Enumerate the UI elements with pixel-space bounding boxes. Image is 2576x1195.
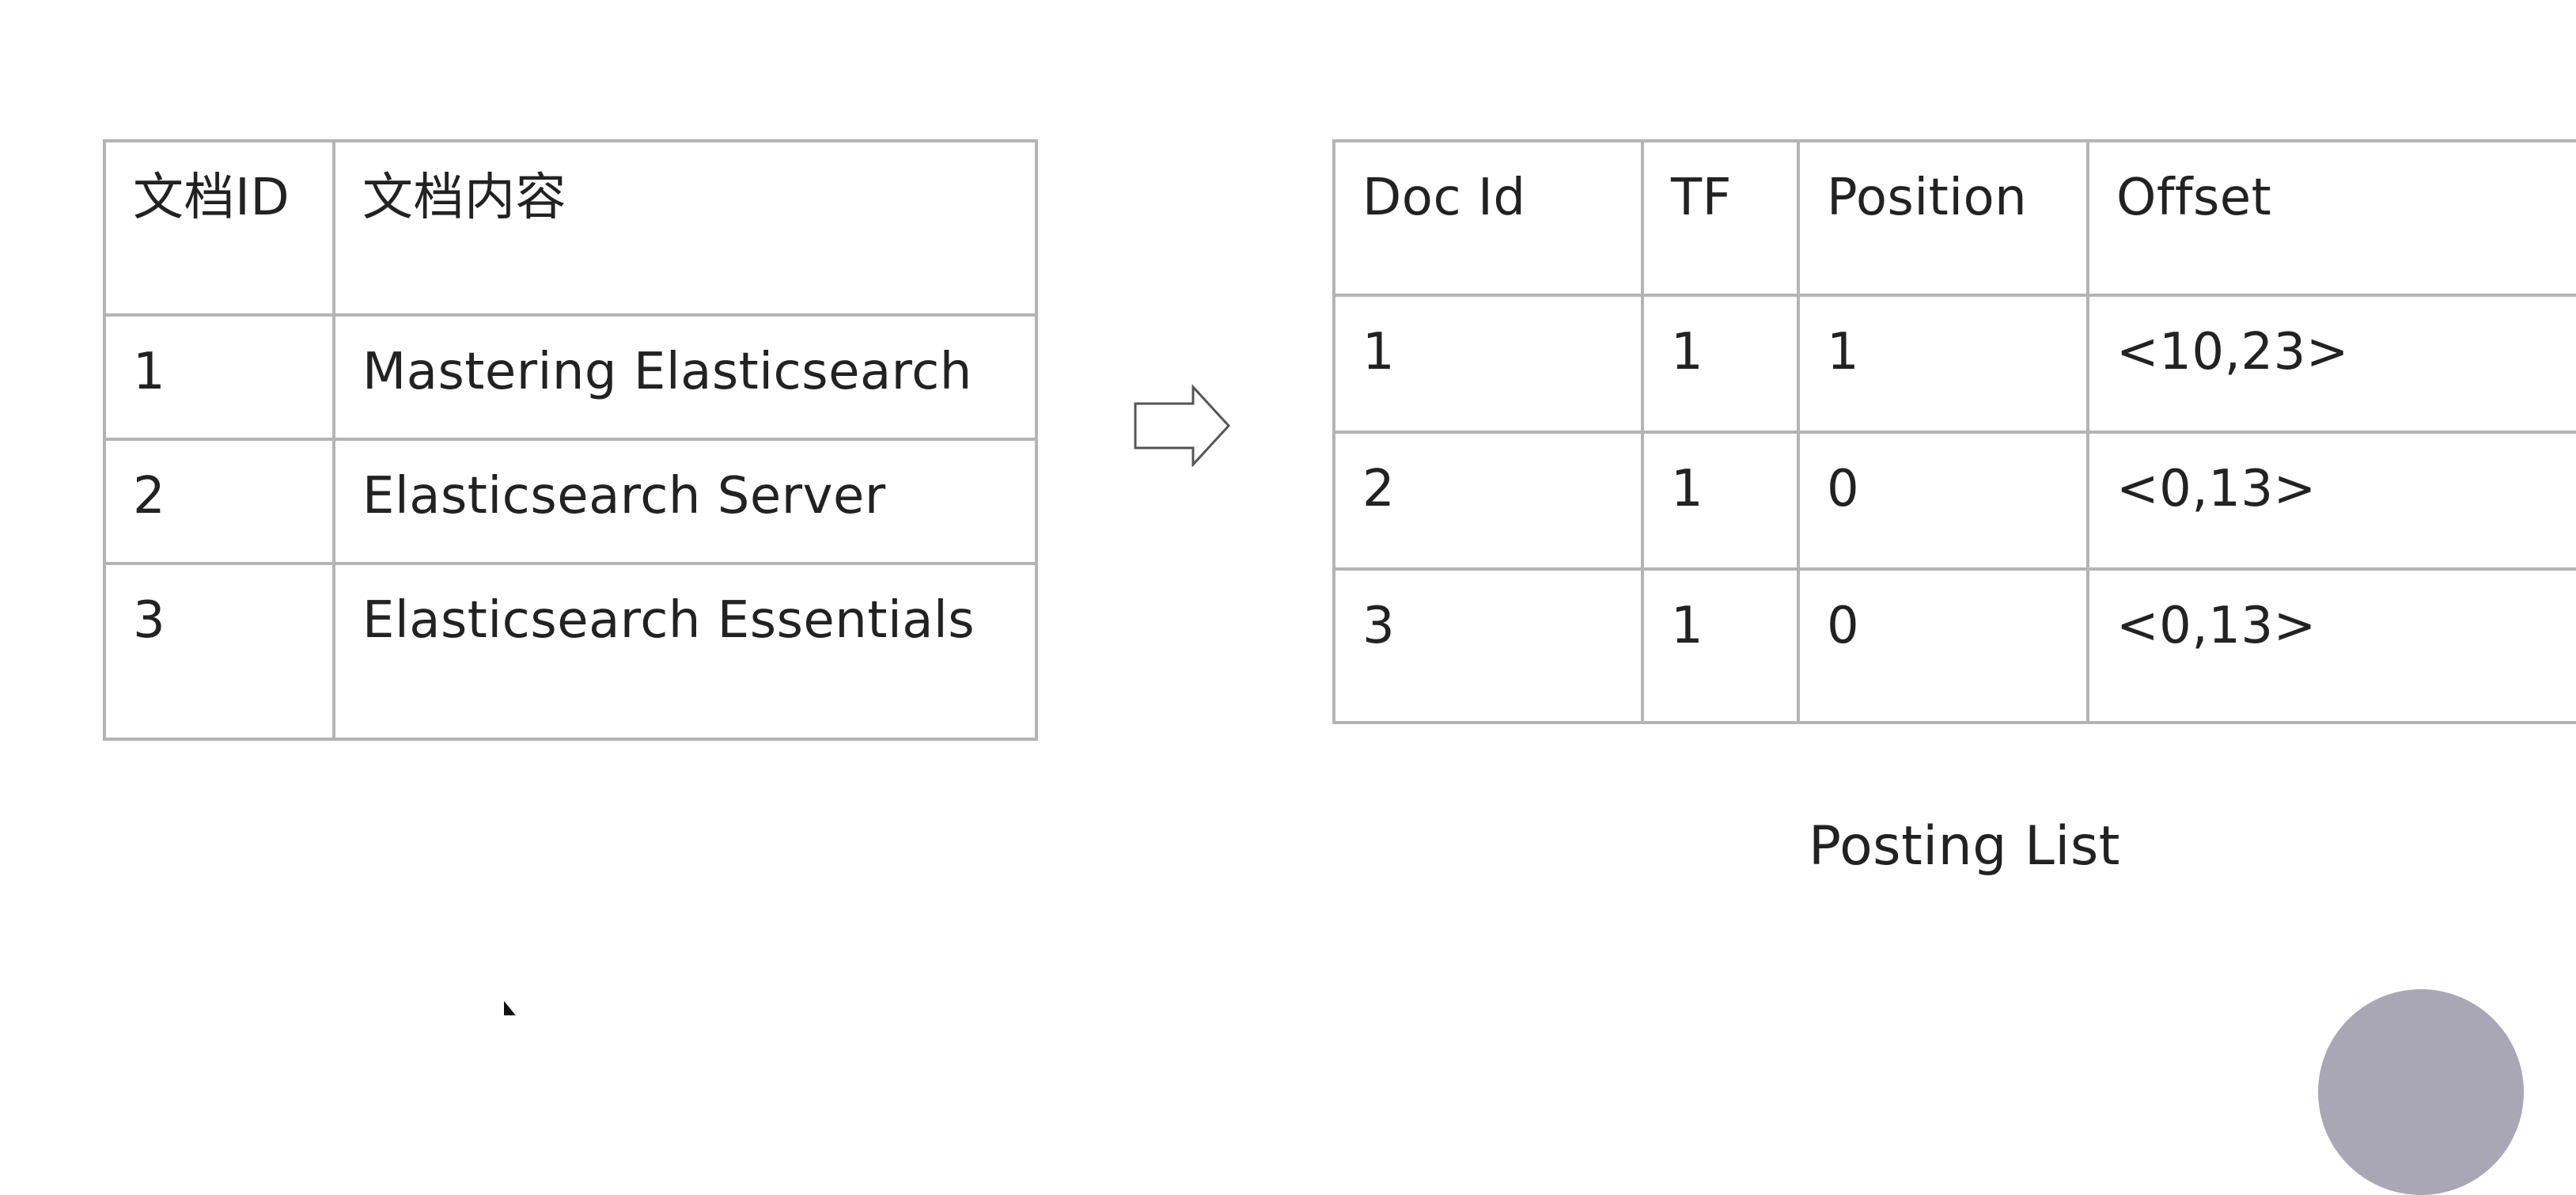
position-cell: 0 (1797, 431, 2089, 571)
offset-cell: <0,13> (2086, 431, 2576, 571)
doc-id-cell: 2 (1332, 431, 1644, 571)
header-position: Position (1797, 139, 2089, 297)
doc-content-cell: Elasticsearch Server (332, 438, 1038, 565)
doc-content-cell: Elasticsearch Essentials (332, 562, 1038, 741)
table-row: 1 1 1 <10,23> (1332, 294, 2576, 434)
table-row: 2 Elasticsearch Server (103, 438, 1038, 565)
tf-cell: 1 (1641, 567, 1800, 724)
corner-circle (2318, 989, 2524, 1195)
table-header-row: 文档ID 文档内容 (103, 139, 1038, 317)
doc-id-cell: 3 (103, 562, 335, 741)
doc-id-cell: 1 (1332, 294, 1644, 434)
header-tf: TF (1641, 139, 1800, 297)
offset-cell: <10,23> (2086, 294, 2576, 434)
doc-id-cell: 2 (103, 438, 335, 565)
right-arrow-icon (1134, 385, 1231, 467)
header-doc-id: Doc Id (1332, 139, 1644, 297)
mouse-cursor-icon (502, 999, 519, 1016)
header-offset: Offset (2086, 139, 2576, 297)
table-row: 3 Elasticsearch Essentials (103, 562, 1038, 741)
header-doc-content: 文档内容 (332, 139, 1038, 317)
table-row: 1 Mastering Elasticsearch (103, 313, 1038, 441)
header-doc-id: 文档ID (103, 139, 335, 317)
table-row: 2 1 0 <0,13> (1332, 431, 2576, 571)
offset-cell: <0,13> (2086, 567, 2576, 724)
posting-list-table: Doc Id TF Position Offset 1 1 1 <10,23> … (1332, 139, 2576, 724)
table-header-row: Doc Id TF Position Offset (1332, 139, 2576, 297)
doc-id-cell: 1 (103, 313, 335, 441)
posting-list-caption: Posting List (1809, 815, 2120, 878)
table-row: 3 1 0 <0,13> (1332, 567, 2576, 724)
tf-cell: 1 (1641, 294, 1800, 434)
document-table: 文档ID 文档内容 1 Mastering Elasticsearch 2 El… (103, 139, 1038, 741)
position-cell: 0 (1797, 567, 2089, 724)
tf-cell: 1 (1641, 431, 1800, 571)
position-cell: 1 (1797, 294, 2089, 434)
doc-content-cell: Mastering Elasticsearch (332, 313, 1038, 441)
doc-id-cell: 3 (1332, 567, 1644, 724)
